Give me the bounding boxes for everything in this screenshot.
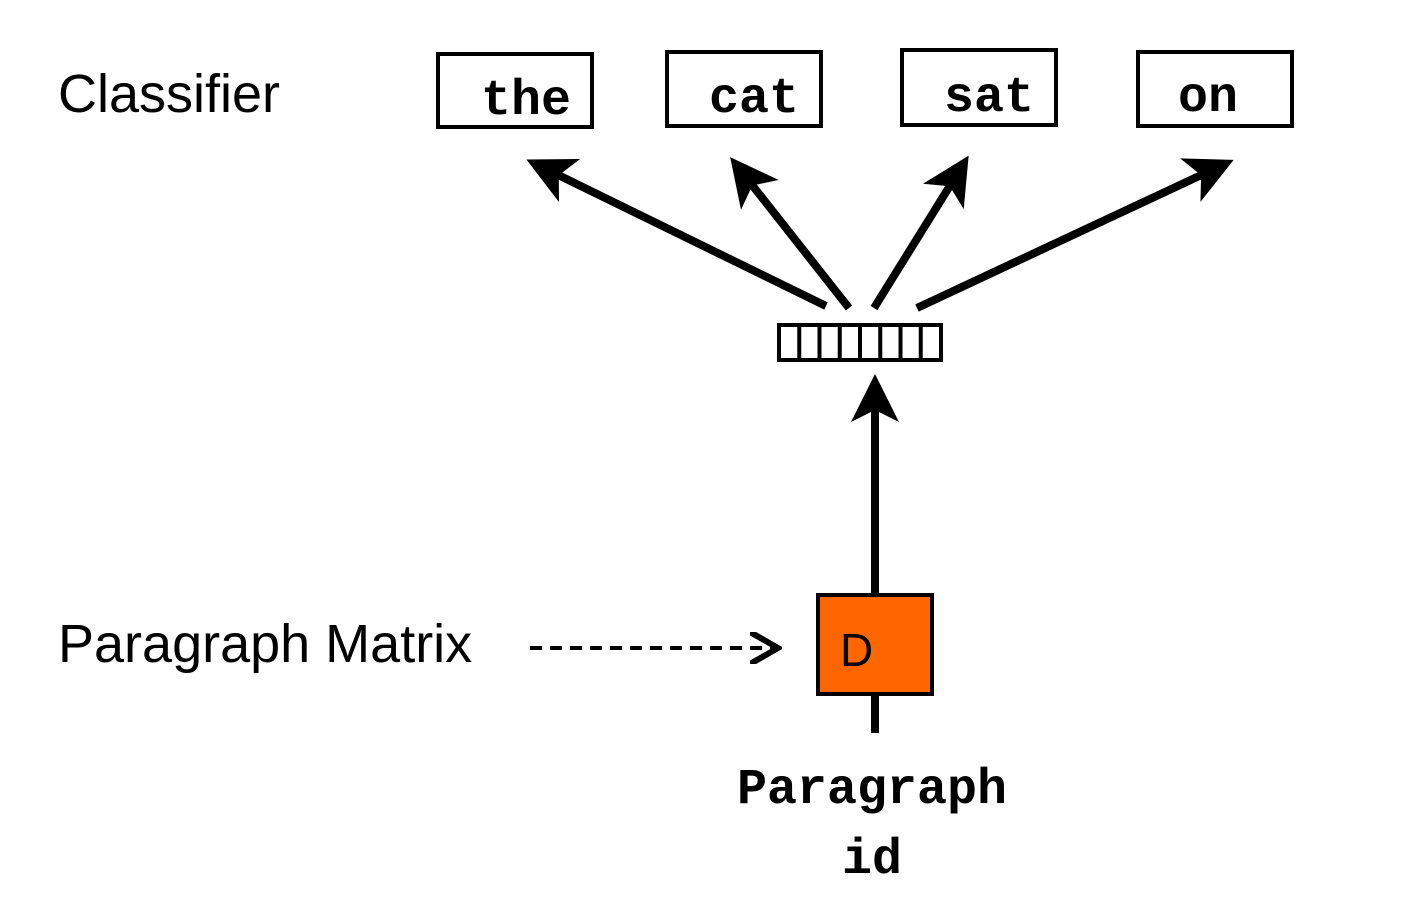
paragraph-vector-d: D [816,593,934,696]
classifier-label: Classifier [58,64,280,124]
word-label: cat [709,71,799,128]
word-box-cat: cat [665,50,823,128]
word-label: on [1178,70,1238,127]
word-box-on: on [1136,50,1294,128]
paragraph-id-label-line1: Paragraph [737,762,1007,819]
hidden-layer-vector [777,323,943,362]
word-label: sat [944,70,1034,127]
arrow-to-sat [870,155,969,311]
word-box-the: the [436,52,594,130]
paragraph-matrix-label: Paragraph Matrix [58,614,472,674]
arrow-to-the [526,158,828,310]
paragraph-id-label-line2: id [842,832,902,889]
word-box-sat: sat [900,48,1058,127]
arrow-to-on [915,158,1234,312]
word-label: the [481,73,571,130]
arrow-to-cat [730,157,853,311]
paragraph-vector-letter: D [840,624,873,676]
